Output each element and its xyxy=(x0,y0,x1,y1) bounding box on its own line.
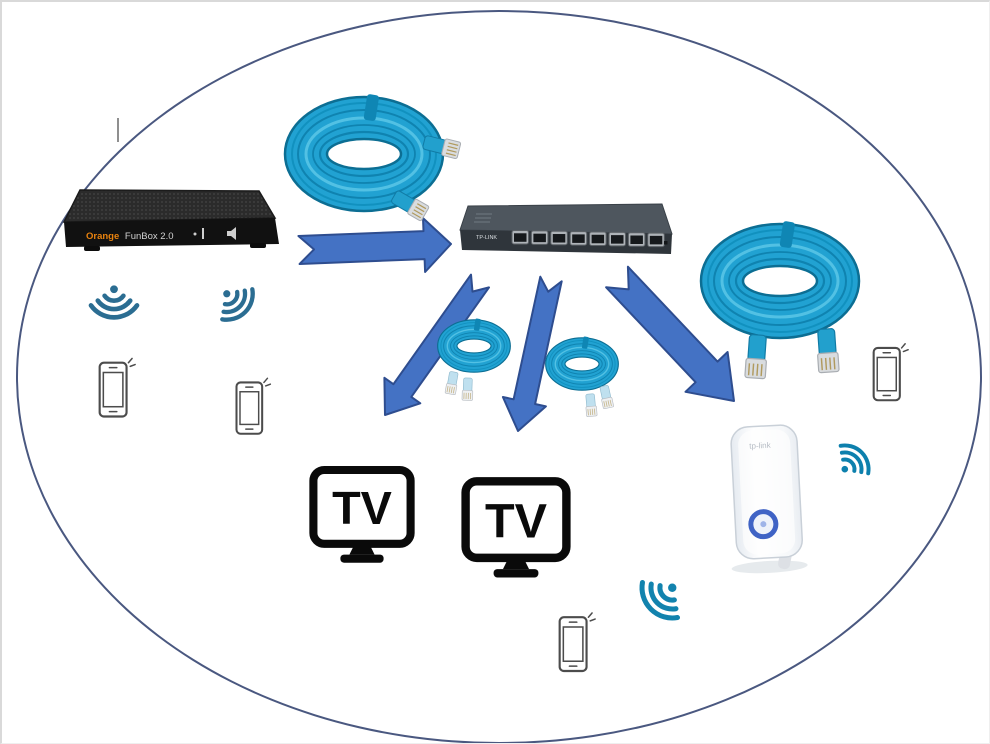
tv-label: TV xyxy=(485,494,548,548)
ethernet-cable-coil-top xyxy=(264,92,464,232)
ethernet-cable-coil-small-right xyxy=(542,334,622,418)
rj45-connector xyxy=(744,333,769,380)
rj45-connector xyxy=(815,327,840,374)
wifi-repeater: tp-link xyxy=(730,424,808,574)
tv-screen xyxy=(309,465,415,548)
arrow-switch-to-tv-right xyxy=(501,275,563,432)
rj45-connector xyxy=(444,370,460,396)
tv-screen xyxy=(461,477,571,563)
smartphone-icon xyxy=(872,342,910,402)
rj45-connector xyxy=(461,377,474,401)
smartphone-icon xyxy=(558,611,597,673)
internet-router-box: Orange FunBox 2.0 xyxy=(62,189,279,251)
router-top-face xyxy=(62,189,277,223)
tv-left: TV xyxy=(309,465,415,563)
rj45-connector xyxy=(584,393,598,418)
stray-mark xyxy=(117,118,119,142)
ethernet-switch: TP-LINK xyxy=(459,203,673,254)
switch-brand-label: TP-LINK xyxy=(476,235,497,241)
speaker-icon xyxy=(227,227,236,240)
smartphone-icon xyxy=(235,377,272,435)
network-boundary-ellipse xyxy=(16,10,982,743)
smartphone-icon xyxy=(98,357,137,418)
router-indicator-lights xyxy=(193,227,236,240)
tv-right: TV xyxy=(461,477,571,578)
switch-top-face xyxy=(459,203,673,235)
repeater-brand-label: tp-link xyxy=(749,441,772,451)
arrow-switch-to-repeater xyxy=(605,265,735,402)
router-label: Orange FunBox 2.0 xyxy=(86,231,174,242)
ethernet-cable-coil-small-left xyxy=(434,316,514,401)
ethernet-cable-coil-right xyxy=(700,214,860,380)
tv-label: TV xyxy=(332,482,392,534)
ethernet-ports xyxy=(511,229,665,248)
arrow-switch-to-tv-left xyxy=(383,273,490,416)
wifi-signal-icon xyxy=(88,282,140,334)
router-front-face xyxy=(64,218,279,247)
rj45-connector xyxy=(598,384,615,410)
